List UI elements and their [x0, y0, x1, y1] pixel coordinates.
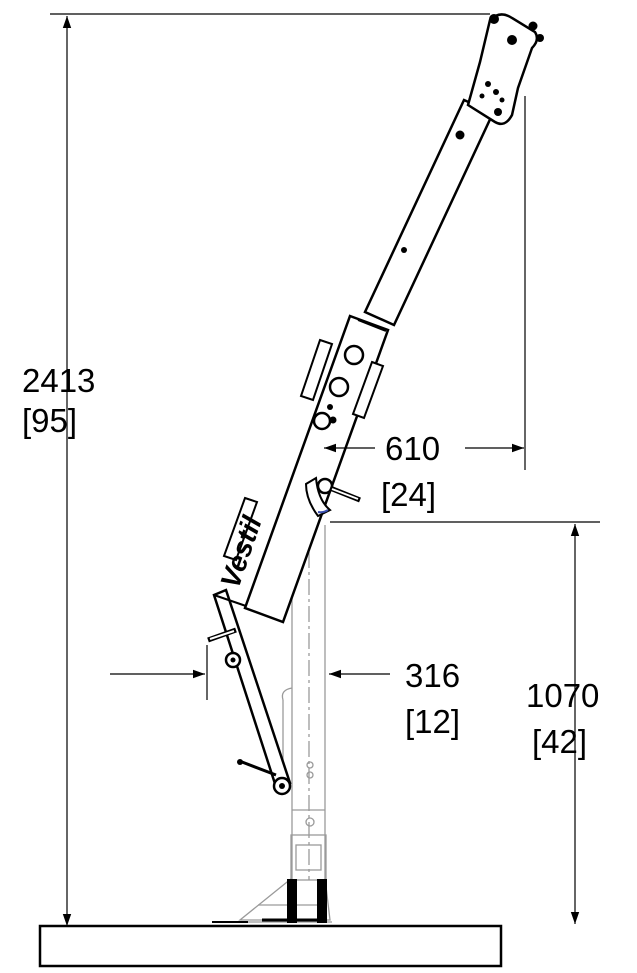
- dim-offset-unit: [12]: [405, 703, 460, 740]
- dim-base-height-value: 1070: [526, 677, 599, 714]
- boom-head: [466, 13, 544, 126]
- dim-reach-value: 610: [385, 430, 440, 467]
- dim-reach-unit: [24]: [381, 476, 436, 513]
- base-plate: [38, 924, 503, 968]
- dim-overall-height-unit: [95]: [22, 402, 77, 439]
- dim-offset-value: 316: [405, 657, 460, 694]
- socket-base: [212, 879, 327, 923]
- outer-boom: [243, 314, 390, 624]
- bracket-plates: [222, 338, 385, 562]
- dim-base-height-unit: [42]: [532, 723, 587, 760]
- dim-overall-height-value: 2413: [22, 362, 95, 399]
- inner-boom: [363, 98, 495, 327]
- dimension-lines: [50, 13, 600, 926]
- brace-arm: [207, 588, 292, 796]
- pivot-pin: [304, 476, 361, 518]
